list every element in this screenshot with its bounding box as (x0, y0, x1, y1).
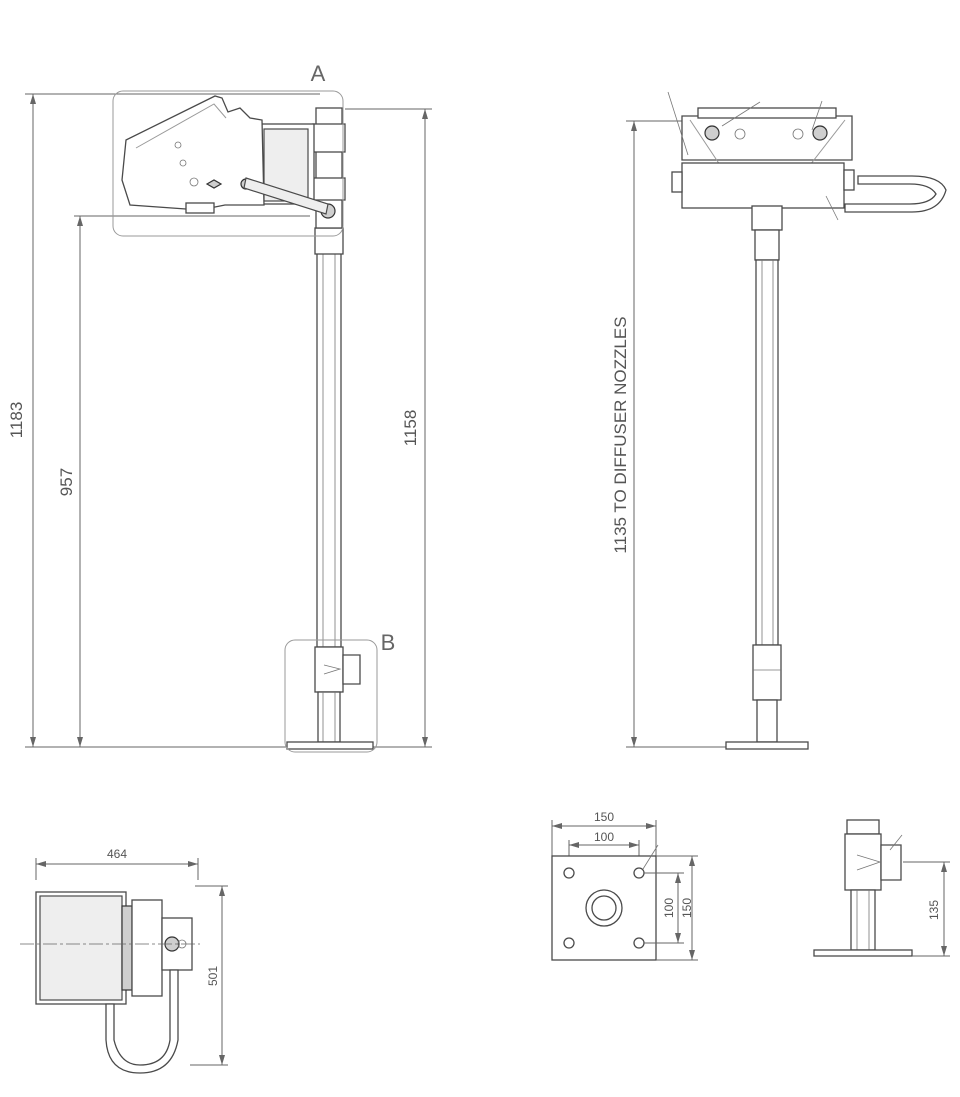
detail-a-box (112, 90, 344, 237)
front-elevation-view: 1135 TO DIFFUSER NOZZLES (611, 91, 947, 750)
dim-text-1158: 1158 (401, 410, 420, 447)
dim-text-501: 501 (206, 966, 220, 986)
dim-plate-outer: 150 (551, 810, 657, 856)
base-plate-view: 150 100 100 (551, 810, 698, 961)
dim-text-plate-100-v: 100 (662, 898, 676, 918)
detail-a-label: A (311, 61, 326, 86)
dim-plate-holes-vertical: 100 (644, 872, 684, 944)
dim-inlet-height: 135 (903, 861, 950, 957)
dim-plate-holes: 100 (568, 830, 640, 870)
dim-pipe-height: 1158 (345, 108, 432, 748)
detail-b-box (284, 639, 378, 753)
plan-view: 464 501 (20, 847, 228, 1074)
dim-text-464: 464 (107, 847, 127, 861)
dim-plan-depth: 501 (190, 885, 228, 1066)
detail-b-view: 135 (813, 819, 950, 957)
detail-b-label: B (381, 630, 396, 655)
dim-text-plate-150: 150 (594, 810, 614, 824)
dim-text-1135: 1135 TO DIFFUSER NOZZLES (611, 316, 630, 553)
dim-plate-outer-vertical: 150 (656, 855, 698, 961)
side-elevation-view: 1183 957 1158 (7, 61, 432, 753)
dim-text-plate-150-v: 150 (680, 898, 694, 918)
dim-text-1183: 1183 (7, 402, 26, 439)
dim-diffuser-height: 1135 TO DIFFUSER NOZZLES (611, 120, 740, 748)
dim-handle-height: 957 (57, 215, 310, 747)
dim-text-957: 957 (57, 468, 76, 496)
dim-overall-height: 1183 (7, 93, 320, 748)
dim-text-plate-100: 100 (594, 830, 614, 844)
dim-text-135: 135 (927, 900, 941, 920)
dim-plan-width: 464 (35, 847, 199, 880)
